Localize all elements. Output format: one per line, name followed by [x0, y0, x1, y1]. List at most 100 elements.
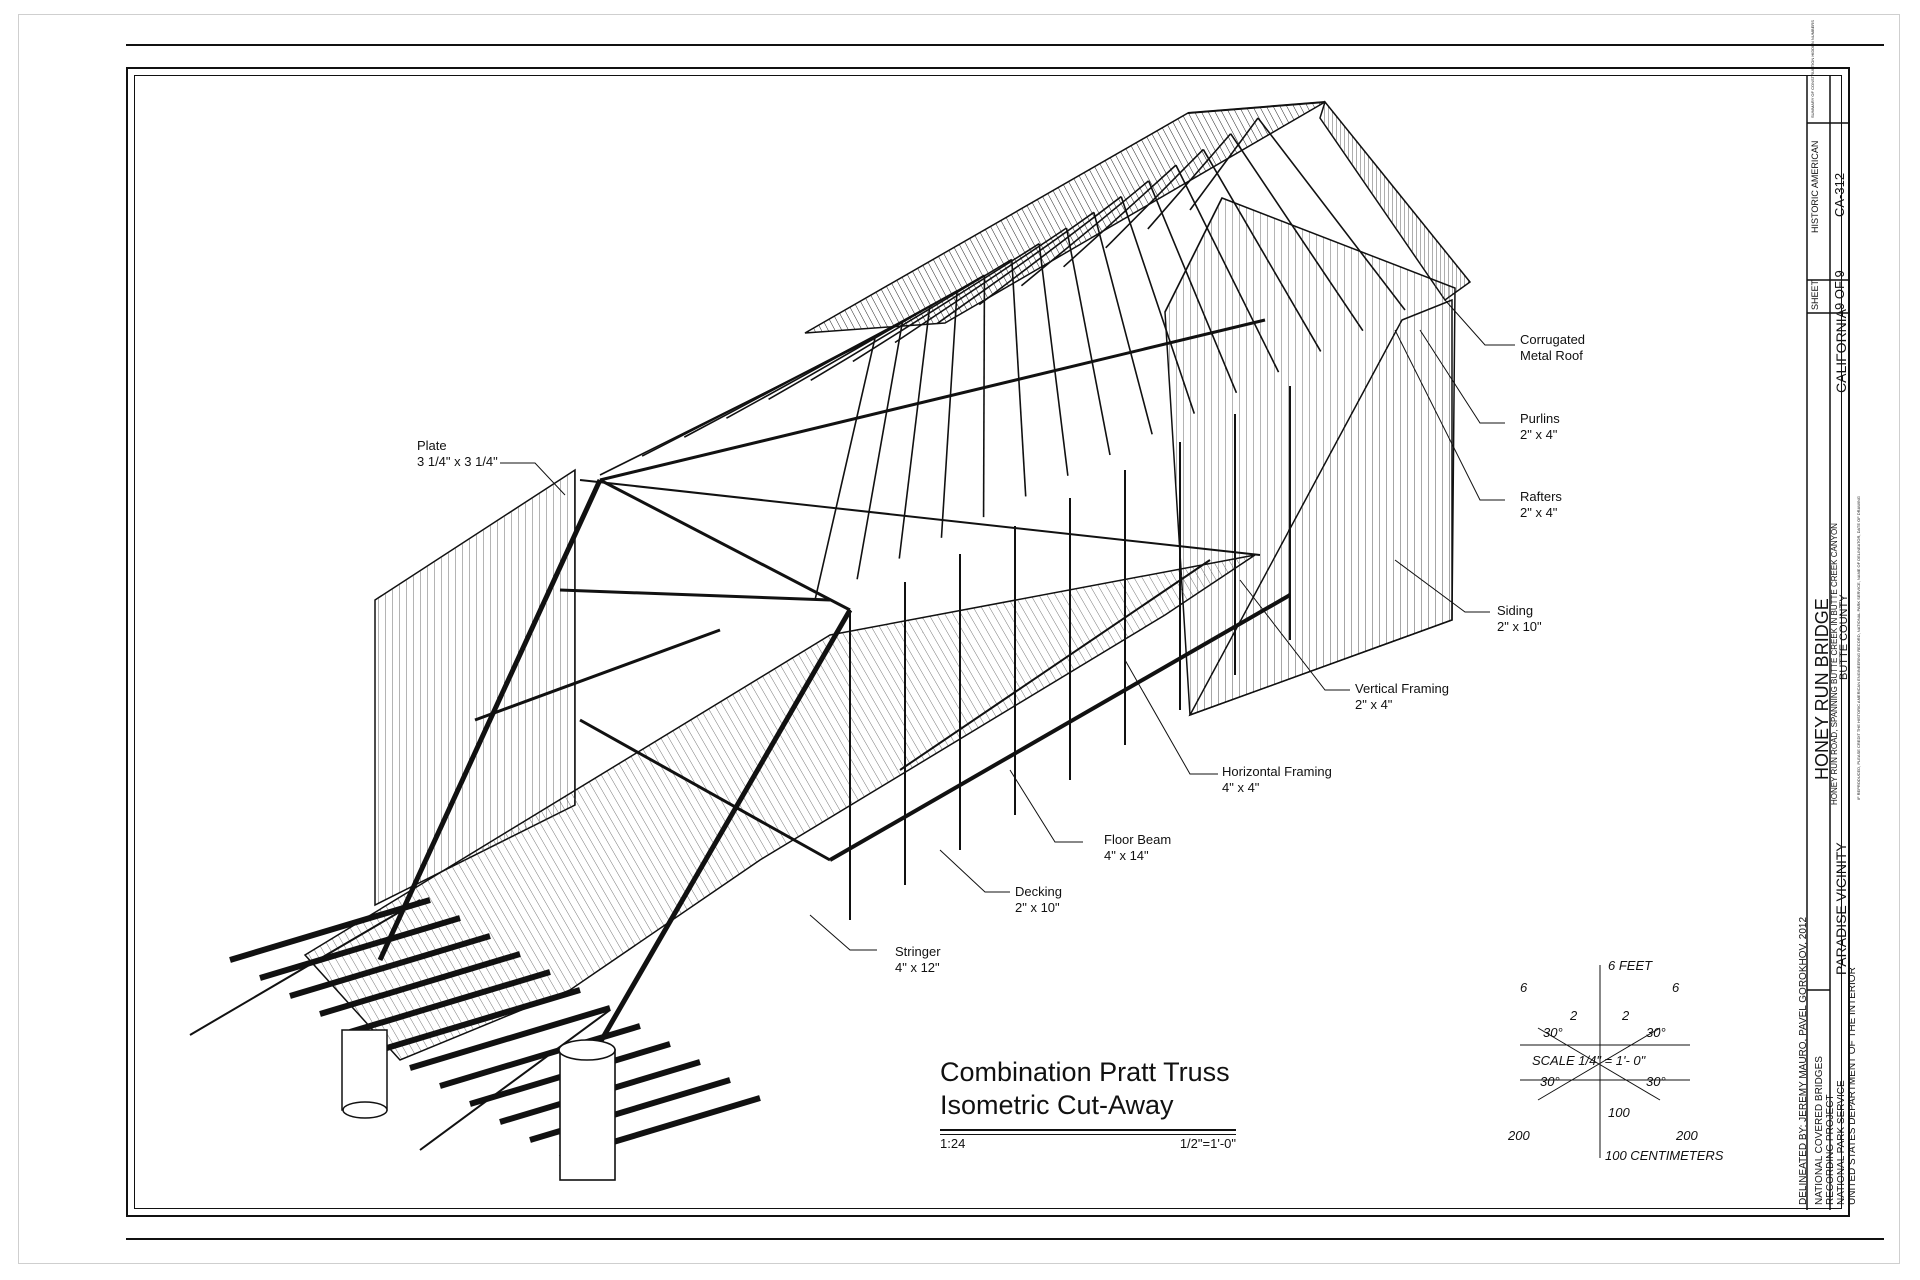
- drawing-ratio: 1:24: [940, 1136, 966, 1151]
- callout-siding: Siding 2" x 10": [1497, 603, 1542, 635]
- scale-angle-ll: 30°: [1540, 1074, 1560, 1089]
- callout-plate: Plate 3 1/4" x 3 1/4": [417, 438, 498, 470]
- callout-rafters: Rafters 2" x 4": [1520, 489, 1562, 521]
- floor-beam: [349, 969, 551, 1035]
- drawing-frame-inner: [134, 75, 1842, 1209]
- scale-six-right: 6: [1672, 980, 1680, 995]
- rafter: [1038, 243, 1069, 476]
- end-post-right: [587, 608, 853, 1062]
- rafter: [1063, 164, 1177, 268]
- callout-vertical-size: 2" x 4": [1355, 697, 1393, 712]
- floor-beam: [439, 1023, 641, 1089]
- delineated-by: DELINEATED BY: JEREMY MAURO, PAVEL GOROK…: [1798, 916, 1809, 1205]
- leader-lines: [500, 299, 1515, 951]
- rafter: [978, 195, 1122, 306]
- rafter: [1093, 212, 1153, 435]
- end-post-left: [377, 478, 603, 962]
- rafter: [982, 275, 986, 518]
- drawing-title-line2: Isometric Cut-Away: [940, 1090, 1174, 1120]
- callout-stringer: Stringer 4" x 12": [895, 944, 941, 976]
- scale-angle-ul: 30°: [1543, 1025, 1563, 1040]
- scale-cm-label: 100 CENTIMETERS: [1605, 1148, 1724, 1163]
- drawing-frame: [126, 67, 1850, 1217]
- scale-two-hundred-right: 200: [1676, 1128, 1698, 1143]
- tiny-note: SUMMARY OF CONSTRUCTION HIDDEN NUMBERS: [1810, 20, 1815, 118]
- callout-rafters-title: Rafters: [1520, 489, 1562, 504]
- diagonal: [579, 718, 831, 862]
- rafter: [768, 274, 985, 400]
- sheet-rule-top: [126, 44, 1884, 46]
- bottom-chord: [829, 593, 1291, 862]
- program-line-2: RECORDING PROJECT: [1825, 1094, 1836, 1205]
- pier: [341, 1029, 616, 1181]
- cross-beam: [559, 588, 831, 602]
- scale-feet-label: 6 FEET: [1608, 958, 1653, 973]
- corrugated-roof: [804, 100, 1472, 334]
- callout-siding-size: 2" x 10": [1497, 619, 1542, 634]
- pratt-truss: [377, 318, 1291, 1062]
- title-underline-thin: [940, 1134, 1236, 1135]
- callout-vertical-title: Vertical Framing: [1355, 681, 1449, 696]
- floor-beam: [229, 897, 431, 963]
- callout-decking-title: Decking: [1015, 884, 1062, 899]
- floor-beam: [379, 987, 581, 1053]
- stringer-rod: [189, 899, 421, 1036]
- callout-stringer-size: 4" x 12": [895, 960, 940, 975]
- rafter: [1175, 164, 1280, 373]
- program-line-1: NATIONAL COVERED BRIDGES: [1814, 1056, 1825, 1205]
- sheet-rule-bottom: [126, 1238, 1884, 1240]
- scale-angle-lr: 30°: [1646, 1074, 1666, 1089]
- state: CALIFORNIA: [1833, 308, 1849, 393]
- reproduction-note: IF REPRODUCED, PLEASE CREDIT THE HISTORI…: [1856, 496, 1861, 800]
- callout-roof: Corrugated Metal Roof: [1520, 332, 1585, 364]
- upper-chord-inner: [579, 479, 1261, 556]
- rafter: [856, 322, 904, 580]
- callout-floorbeam-title: Floor Beam: [1104, 832, 1172, 847]
- sheet-label: SHEET: [1810, 279, 1820, 310]
- scale-two-right: 2: [1622, 1008, 1630, 1023]
- rafter: [894, 227, 1067, 344]
- stringer-rod: [419, 1009, 611, 1151]
- callout-horizontal-size: 4" x 4": [1222, 780, 1260, 795]
- rafter: [814, 337, 876, 601]
- rafter: [1147, 180, 1238, 394]
- rafter: [898, 306, 931, 559]
- rafter: [1020, 180, 1150, 287]
- sheet-number: 9 OF 9: [1832, 270, 1847, 310]
- drawing-scale: 1/2"=1'-0": [1179, 1136, 1236, 1151]
- program-line-4: UNITED STATES DEPARTMENT OF THE INTERIOR: [1847, 967, 1858, 1205]
- callout-floor-beam: Floor Beam 4" x 14": [1104, 832, 1171, 864]
- lower-strut: [474, 628, 721, 722]
- bridge-deck: [303, 554, 1256, 1061]
- survey-number: CA-312: [1832, 172, 1847, 217]
- railing: [899, 559, 1211, 771]
- callout-horizontal-title: Horizontal Framing: [1222, 764, 1332, 779]
- scale-two-hundred-left: 200: [1508, 1128, 1530, 1143]
- title-underline: [940, 1129, 1236, 1131]
- callout-horizontal-framing: Horizontal Framing 4" x 4": [1222, 764, 1332, 796]
- callout-roof-line2: Metal Roof: [1520, 348, 1583, 363]
- rafter: [810, 258, 1013, 382]
- title-block-lines: [1806, 75, 1850, 1210]
- callout-decking: Decking 2" x 10": [1015, 884, 1062, 916]
- top-chord: [599, 318, 1266, 482]
- callout-floorbeam-size: 4" x 14": [1104, 848, 1149, 863]
- habs-label: HISTORIC AMERICAN: [1810, 140, 1820, 233]
- rafters: [599, 117, 1406, 601]
- floor-beam: [259, 915, 461, 981]
- floor-beam: [409, 1005, 611, 1071]
- scale-text: SCALE 1/4" = 1'- 0": [1532, 1053, 1646, 1068]
- callout-roof-line1: Corrugated: [1520, 332, 1586, 347]
- floor-beam: [319, 951, 521, 1017]
- rafter: [1120, 196, 1196, 414]
- callout-rafters-size: 2" x 4": [1520, 505, 1558, 520]
- callout-stringer-title: Stringer: [895, 944, 941, 959]
- county: BUTTE COUNTY: [1838, 594, 1850, 680]
- callout-plate-size: 3 1/4" x 3 1/4": [417, 454, 498, 469]
- top-strut: [599, 478, 851, 612]
- rafter: [936, 211, 1095, 325]
- callout-purlins-size: 2" x 4": [1520, 427, 1558, 442]
- callout-siding-title: Siding: [1497, 603, 1534, 618]
- rafter: [1202, 149, 1322, 352]
